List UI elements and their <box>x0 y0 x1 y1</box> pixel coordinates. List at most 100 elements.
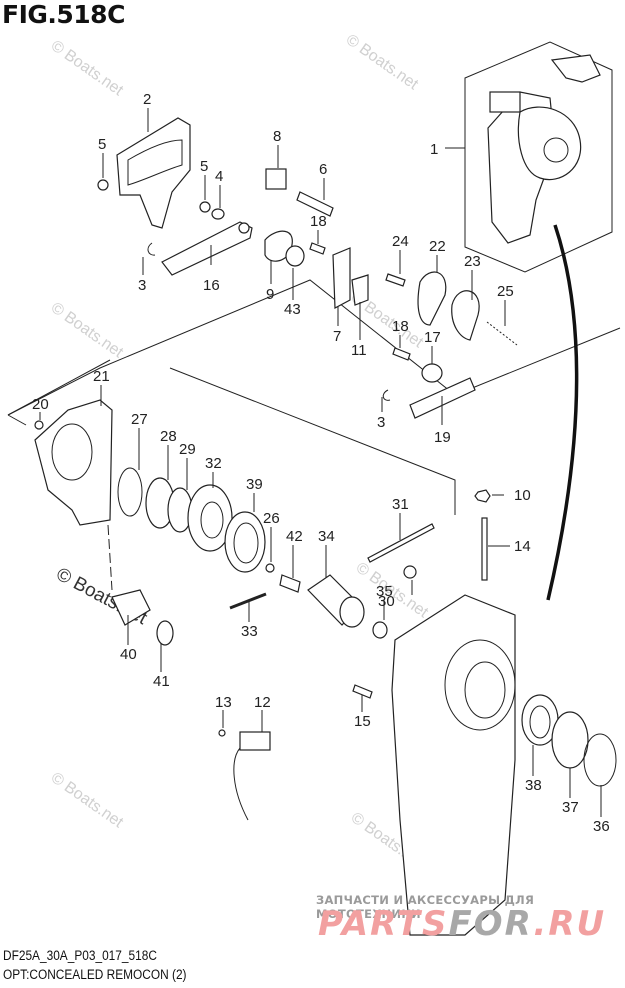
part-6-shaft[interactable] <box>296 191 334 217</box>
callout-29: 29 <box>179 441 196 458</box>
part-8-switch-block[interactable] <box>265 168 287 190</box>
watermark: © Boats.net <box>48 769 127 831</box>
part-15-screw[interactable] <box>352 684 373 699</box>
part-23-detent-plate[interactable] <box>451 290 480 341</box>
part-16-lever-arm[interactable] <box>161 221 253 276</box>
watermark: © Boats.net <box>48 37 127 99</box>
watermark: © Boats.net <box>48 299 127 361</box>
callout-4: 4 <box>215 168 223 185</box>
callout-31: 31 <box>392 496 409 513</box>
partsfor-tagline: ЗАПЧАСТИ И АКСЕССУАРЫ ДЛЯ МОТОТЕХНИКИ <box>316 893 535 921</box>
part-12-switch[interactable] <box>239 731 271 751</box>
switch-lead-wire <box>233 747 249 821</box>
part-24-screw[interactable] <box>385 273 406 287</box>
assembly-boundary-line <box>7 359 111 416</box>
part-37-washer[interactable] <box>551 711 589 769</box>
part-1-remote-control[interactable] <box>464 41 613 273</box>
part-20-bolt[interactable] <box>34 420 44 430</box>
part-36-circlip[interactable] <box>583 733 617 787</box>
part-3-e-clip[interactable] <box>147 242 156 256</box>
assembly-boundary-line <box>7 414 27 426</box>
remote-cable <box>546 224 579 601</box>
part-35-collar[interactable] <box>372 621 388 639</box>
main-housing[interactable] <box>391 594 516 936</box>
callout-5: 5 <box>200 158 208 175</box>
figure-code: DF25A_30A_P03_017_518C <box>3 948 157 963</box>
logo-part-c: .RU <box>533 904 607 944</box>
callout-40: 40 <box>120 646 137 663</box>
part-18-bolt[interactable] <box>392 347 411 361</box>
callout-3: 3 <box>138 277 146 294</box>
callout-36: 36 <box>593 818 610 835</box>
callout-9: 9 <box>266 286 274 303</box>
part-5-o-ring[interactable] <box>199 201 211 213</box>
callout-14: 14 <box>514 538 531 555</box>
part-7-bracket[interactable] <box>332 247 351 309</box>
callout-42: 42 <box>286 528 303 545</box>
callout-5: 5 <box>98 136 106 153</box>
callout-19: 19 <box>434 429 451 446</box>
callout-labels: 1 2 3 3 4 5 5 6 7 8 9 10 11 12 13 14 15 … <box>32 91 610 835</box>
callout-10: 10 <box>514 487 531 504</box>
callout-26: 26 <box>263 510 280 527</box>
callout-27: 27 <box>131 411 148 428</box>
part-10-nut[interactable] <box>474 489 491 503</box>
part-18-bolt[interactable] <box>309 242 326 255</box>
callout-3: 3 <box>377 414 385 431</box>
callout-21: 21 <box>93 368 110 385</box>
part-42-pin[interactable] <box>279 574 301 593</box>
callout-43: 43 <box>284 301 301 318</box>
part-33-pin[interactable] <box>229 592 267 610</box>
part-22-detent-plate[interactable] <box>417 271 447 326</box>
part-30-steel-ball[interactable] <box>403 565 417 579</box>
callout-38: 38 <box>525 777 542 794</box>
figure-title: FIG.518C <box>2 0 125 29</box>
partsfor-logo: PARTSFOR.RU <box>318 904 606 944</box>
callout-18: 18 <box>392 318 409 335</box>
callout-2: 2 <box>143 91 151 108</box>
part-40-clip[interactable] <box>111 589 151 626</box>
callout-32: 32 <box>205 455 222 472</box>
logo-part-a: PARTS <box>318 904 449 944</box>
part-43-bushing[interactable] <box>285 245 305 267</box>
part-27-spring-ring[interactable] <box>117 467 143 517</box>
part-14-stud-bolt[interactable] <box>481 517 488 581</box>
part-21-side-plate[interactable] <box>34 399 113 526</box>
callout-28: 28 <box>160 428 177 445</box>
part-25-spring[interactable] <box>486 321 518 346</box>
assembly-boundary-line <box>7 279 621 416</box>
callout-30: 30 <box>378 593 395 610</box>
part-41-nut[interactable] <box>156 620 174 646</box>
callout-20: 20 <box>32 396 49 413</box>
assembly-boundary-line <box>169 367 456 515</box>
callout-23: 23 <box>464 253 481 270</box>
callout-15: 15 <box>354 713 371 730</box>
part-17-washer[interactable] <box>421 363 443 383</box>
callout-16: 16 <box>203 277 220 294</box>
callout-37: 37 <box>562 799 579 816</box>
part-11-bracket[interactable] <box>351 274 369 306</box>
part-32-notched-ring[interactable] <box>187 484 233 552</box>
callout-34: 34 <box>318 528 335 545</box>
part-26-nut[interactable] <box>265 563 275 573</box>
part-2-cover-plate[interactable] <box>116 117 191 229</box>
part-5-o-ring[interactable] <box>97 179 109 191</box>
part-31-rod[interactable] <box>367 523 435 563</box>
callout-7: 7 <box>333 328 341 345</box>
part-4-washer[interactable] <box>211 208 225 220</box>
callout-18: 18 <box>310 213 327 230</box>
callout-24: 24 <box>392 233 409 250</box>
callout-11: 11 <box>351 342 367 359</box>
part-3-e-clip[interactable] <box>382 389 391 401</box>
part-13-screw[interactable] <box>218 729 226 737</box>
callout-8: 8 <box>273 128 281 145</box>
watermark: © Boats.net <box>343 31 422 93</box>
callout-12: 12 <box>254 694 271 711</box>
callout-25: 25 <box>497 283 514 300</box>
callout-35: 35 <box>376 583 393 600</box>
callout-1: 1 <box>430 141 438 158</box>
leader-lines <box>39 108 602 817</box>
figure-caption: OPT:CONCEALED REMOCON (2) <box>3 967 187 982</box>
callout-13: 13 <box>215 694 232 711</box>
